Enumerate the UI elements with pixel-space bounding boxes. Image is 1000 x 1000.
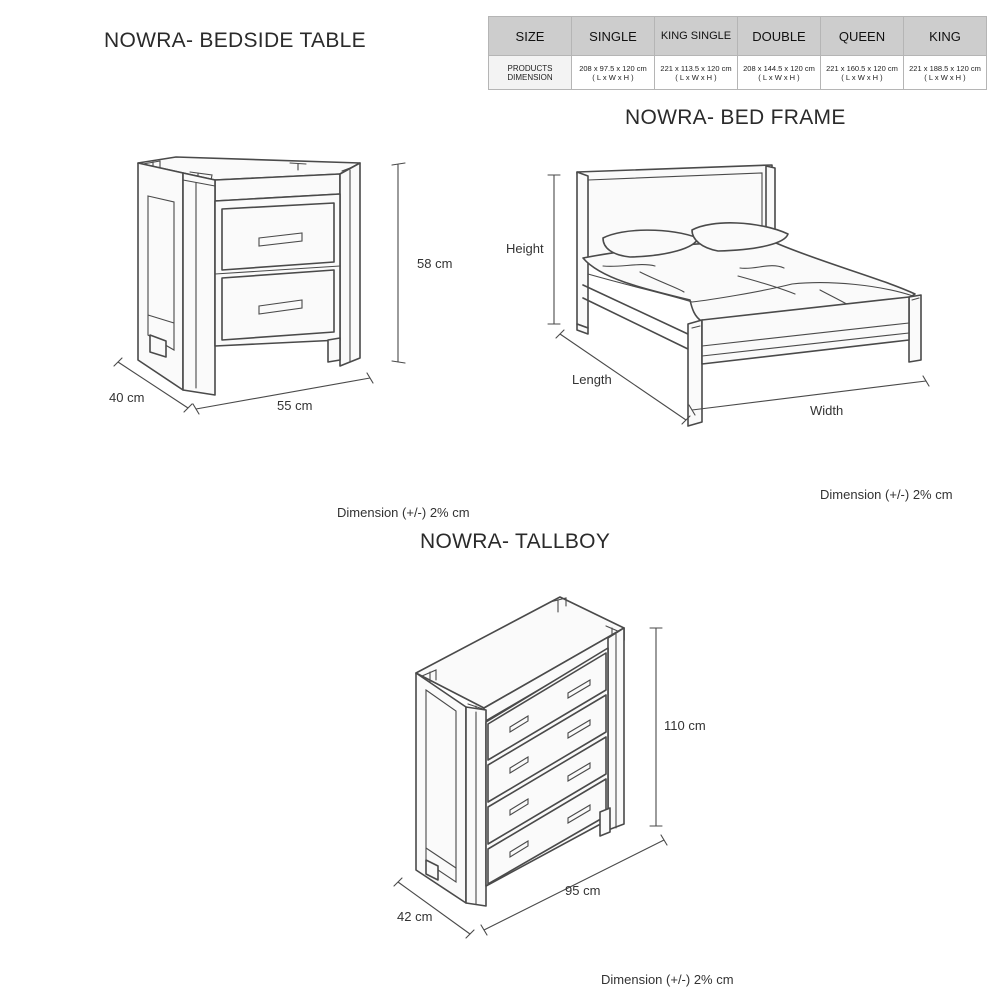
bedside-height-label: 58 cm	[417, 256, 453, 271]
cell-single-dimension: 208 x 97.5 x 120 cm ( L x W x H )	[571, 55, 655, 90]
cell-double-dimension: 208 x 144.5 x 120 cm ( L x W x H )	[737, 55, 821, 90]
row-label-products-dimension: PRODUCTS DIMENSION	[488, 55, 572, 90]
header-size: SIZE	[488, 16, 572, 56]
bedside-dimension-note: Dimension (+/-) 2% cm	[337, 505, 470, 520]
bed-frame-title: NOWRA- BED FRAME	[625, 106, 846, 129]
tallboy-drawing	[394, 597, 667, 938]
tallboy-height-label: 110 cm	[664, 718, 706, 733]
bed-height-label: Height	[506, 241, 544, 256]
header-queen: QUEEN	[820, 16, 904, 56]
tallboy-title: NOWRA- TALLBOY	[420, 530, 611, 553]
bedside-width-label: 55 cm	[277, 398, 313, 413]
tallboy-width-label: 95 cm	[565, 883, 601, 898]
bedside-depth-label: 40 cm	[109, 390, 145, 405]
size-table-header-row: SIZE SINGLE KING SINGLE DOUBLE QUEEN KIN…	[488, 16, 987, 56]
bedside-table-title: NOWRA- BEDSIDE TABLE	[104, 29, 366, 52]
cell-king-dimension: 221 x 188.5 x 120 cm ( L x W x H )	[903, 55, 987, 90]
tallboy-depth-label: 42 cm	[397, 909, 433, 924]
size-table: SIZE SINGLE KING SINGLE DOUBLE QUEEN KIN…	[488, 16, 987, 90]
tallboy-dimension-note: Dimension (+/-) 2% cm	[601, 972, 734, 987]
bed-dimension-note: Dimension (+/-) 2% cm	[820, 487, 953, 502]
header-king: KING	[903, 16, 987, 56]
cell-king-single-dimension: 221 x 113.5 x 120 cm ( L x W x H )	[654, 55, 738, 90]
bed-length-label: Length	[572, 372, 612, 387]
bed-frame-drawing	[548, 165, 929, 426]
bed-width-label: Width	[810, 403, 844, 418]
size-table-dimension-row: PRODUCTS DIMENSION 208 x 97.5 x 120 cm (…	[488, 55, 987, 90]
cell-queen-dimension: 221 x 160.5 x 120 cm ( L x W x H )	[820, 55, 904, 90]
bedside-table-drawing	[114, 157, 405, 414]
